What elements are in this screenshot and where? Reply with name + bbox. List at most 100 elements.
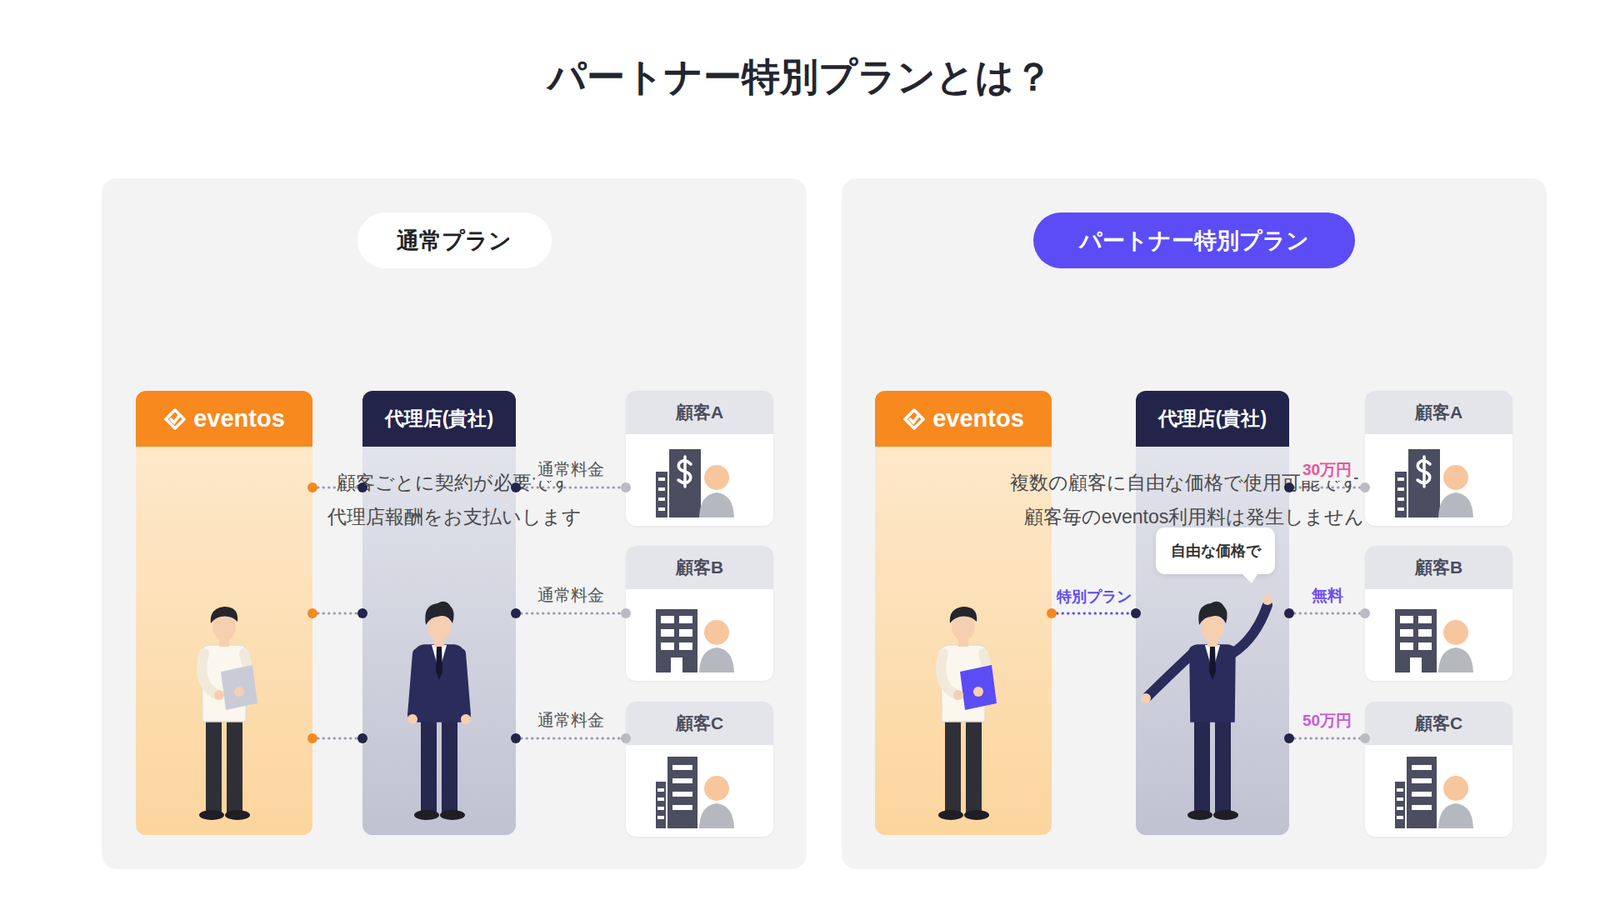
eventos-logo xyxy=(163,407,187,431)
tie xyxy=(1209,646,1216,680)
connector-dot xyxy=(1360,482,1370,493)
window xyxy=(660,615,675,624)
window xyxy=(658,507,665,511)
window xyxy=(658,477,665,481)
torso xyxy=(1189,645,1235,722)
customer-icon xyxy=(1395,609,1474,673)
hand xyxy=(407,714,418,725)
customer-card: 顧客B xyxy=(625,545,774,681)
window xyxy=(1411,778,1432,784)
eventos-logo xyxy=(902,407,926,431)
person-head xyxy=(1443,465,1469,490)
column-header-text: 代理店(貴社) xyxy=(385,405,494,432)
window xyxy=(672,778,693,784)
leg xyxy=(420,717,437,814)
edge-label-box: 通常料金 xyxy=(535,584,607,607)
dollar-symbol xyxy=(678,456,691,487)
hand xyxy=(1262,595,1273,605)
window xyxy=(1397,487,1405,491)
person-shoulders xyxy=(699,492,735,518)
bubble-text: 自由な価格で xyxy=(1170,540,1261,561)
diagram-title: パートナー特別プランとは？ xyxy=(0,51,1600,104)
connector-dot xyxy=(620,608,631,619)
window xyxy=(1411,765,1432,770)
arm xyxy=(460,653,466,715)
edge-label: 通常料金 xyxy=(537,460,605,479)
customer-name: 顧客C xyxy=(675,711,724,735)
window xyxy=(1418,615,1432,624)
plan-pill: パートナー特別プラン xyxy=(1033,212,1355,269)
window xyxy=(657,815,665,820)
leg xyxy=(945,717,961,814)
pill-label: パートナー特別プラン xyxy=(1079,225,1310,256)
connector-dot xyxy=(1284,608,1295,619)
logo-shape xyxy=(165,410,185,429)
window xyxy=(660,629,675,637)
plan-pill: 通常プラン xyxy=(357,212,552,269)
connector-dot xyxy=(357,733,368,744)
tablet xyxy=(960,665,997,710)
window xyxy=(672,765,693,770)
plan-panel: パートナー特別プランeventos自由な価格で代理店(貴社)顧客A顧客B顧客C複… xyxy=(841,178,1547,870)
connector-dot xyxy=(357,608,368,619)
window xyxy=(1397,497,1405,501)
connector-dot xyxy=(510,733,521,744)
card-header: 顧客A xyxy=(625,390,774,435)
edge-label-box: 通常料金 xyxy=(535,458,607,481)
shoe xyxy=(440,810,465,820)
shoe xyxy=(414,810,440,820)
dotted-connector xyxy=(1289,612,1365,615)
card-header: 顧客C xyxy=(1365,701,1513,745)
shoe xyxy=(1187,810,1213,820)
connector-dot xyxy=(1046,608,1057,619)
customer-name: 顧客A xyxy=(675,400,724,425)
shoe xyxy=(1213,810,1239,820)
hair xyxy=(950,606,977,624)
tablet xyxy=(220,665,258,710)
customer-icon-box xyxy=(625,745,774,837)
customer-card: 顧客C xyxy=(625,701,774,837)
speech-bubble: 自由な価格で xyxy=(1155,527,1275,575)
person-head xyxy=(1443,620,1469,645)
edge-label-box: 50万円 xyxy=(1300,710,1355,732)
edge-label-box: 特別プラン xyxy=(1054,586,1135,607)
customer-icon xyxy=(1395,449,1474,518)
logo-check xyxy=(910,415,919,423)
column-illustration xyxy=(1135,446,1290,835)
customer-card: 顧客C xyxy=(1365,701,1513,837)
hand xyxy=(214,690,225,700)
building xyxy=(1406,756,1437,829)
leg xyxy=(441,717,458,814)
edge-label: 通常料金 xyxy=(537,710,605,730)
edge-label: 特別プラン xyxy=(1056,588,1132,605)
shoe xyxy=(938,810,964,820)
tie xyxy=(435,646,443,680)
window xyxy=(657,797,665,801)
customer-icon xyxy=(655,756,735,829)
hand xyxy=(1140,693,1151,704)
column-illustration xyxy=(135,446,313,835)
window xyxy=(658,497,665,501)
person-shoulders xyxy=(699,803,735,829)
role-column: eventos xyxy=(875,390,1052,835)
building-wing xyxy=(655,471,668,518)
arm xyxy=(1232,605,1268,654)
hand xyxy=(973,686,984,697)
window xyxy=(660,642,675,650)
customer-card: 顧客A xyxy=(1365,390,1513,526)
building xyxy=(655,609,698,673)
role-column: 自由な価格で代理店(貴社) xyxy=(1135,390,1290,835)
person-shoulders xyxy=(1438,803,1474,829)
edge-label-box: 30万円 xyxy=(1300,459,1355,481)
column-header-text: eventos xyxy=(932,405,1025,433)
door xyxy=(670,657,683,673)
person-shoulders xyxy=(1438,647,1474,673)
edge-label: 無料 xyxy=(1311,586,1344,605)
torso xyxy=(415,645,462,722)
shoe xyxy=(199,810,225,820)
person-figure xyxy=(1140,595,1273,820)
connector-dot xyxy=(620,733,631,744)
customer-name: 顧客B xyxy=(1415,555,1463,580)
window xyxy=(679,629,693,637)
window xyxy=(1400,642,1414,650)
